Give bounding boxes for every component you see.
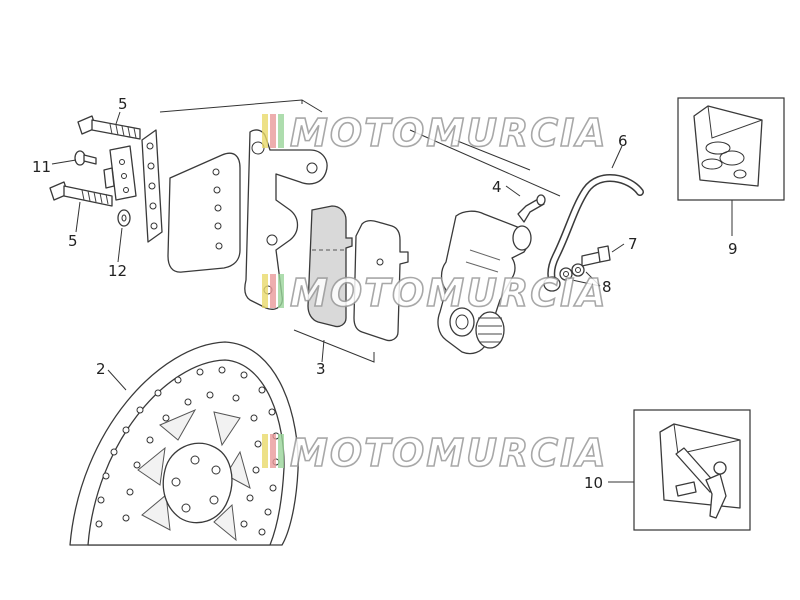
disc-drill-holes: [95, 366, 280, 536]
brake-hose[interactable]: [543, 174, 644, 292]
sealing-washers[interactable]: [559, 263, 585, 281]
caliper-backing-plate[interactable]: [167, 152, 241, 273]
callout-bleed-kit: 10: [584, 474, 603, 492]
callout-hose: 6: [618, 132, 628, 150]
callout-seal-kit: 9: [728, 240, 738, 258]
callout-washers: 8: [602, 278, 612, 296]
caliper-bracket[interactable]: [244, 129, 328, 310]
callout-washer: 12: [108, 262, 127, 280]
callout-bolt-lower: 5: [68, 232, 78, 250]
watermark-bottom: MOTOMURCIA: [262, 430, 608, 476]
brake-pad-left[interactable]: [307, 205, 353, 328]
brake-pad-right[interactable]: [353, 220, 409, 342]
caliper-bolt-lower[interactable]: [49, 181, 113, 207]
svg-text:MOTOMURCIA: MOTOMURCIA: [290, 431, 608, 475]
leader-lines: [51, 111, 733, 483]
brake-disc[interactable]: [69, 341, 299, 546]
callout-bleed-screw: 4: [492, 178, 502, 196]
callout-disc: 2: [96, 360, 106, 378]
svg-text:MOTOMURCIA: MOTOMURCIA: [290, 271, 608, 315]
callout-pads: 3: [316, 360, 326, 378]
callout-bolt-upper: 5: [118, 95, 128, 113]
washer[interactable]: [117, 209, 131, 227]
bleed-screw[interactable]: [517, 194, 546, 223]
brake-caliper-body[interactable]: [437, 210, 532, 355]
anti-rattle-spring-plate[interactable]: [141, 129, 163, 243]
assembly-outline: [159, 99, 561, 363]
seal-kit-box[interactable]: [677, 97, 785, 201]
small-screw[interactable]: [74, 150, 97, 166]
bleed-screw-kit-box[interactable]: [633, 409, 751, 531]
callout-screw: 11: [32, 158, 51, 176]
watermark-top: MOTOMURCIA: [262, 110, 608, 156]
banjo-bolt[interactable]: [581, 245, 611, 267]
callout-banjo-bolt: 7: [628, 235, 638, 253]
svg-text:MOTOMURCIA: MOTOMURCIA: [290, 111, 608, 155]
disc-spokes: [137, 408, 251, 542]
caliper-bolt-upper[interactable]: [77, 115, 141, 140]
pad-retaining-clip[interactable]: [103, 145, 137, 201]
watermark-middle: MOTOMURCIA: [262, 270, 608, 316]
callout-labels: 5 11 5 12 2 3 4 6 7 8 9 10: [32, 95, 738, 492]
